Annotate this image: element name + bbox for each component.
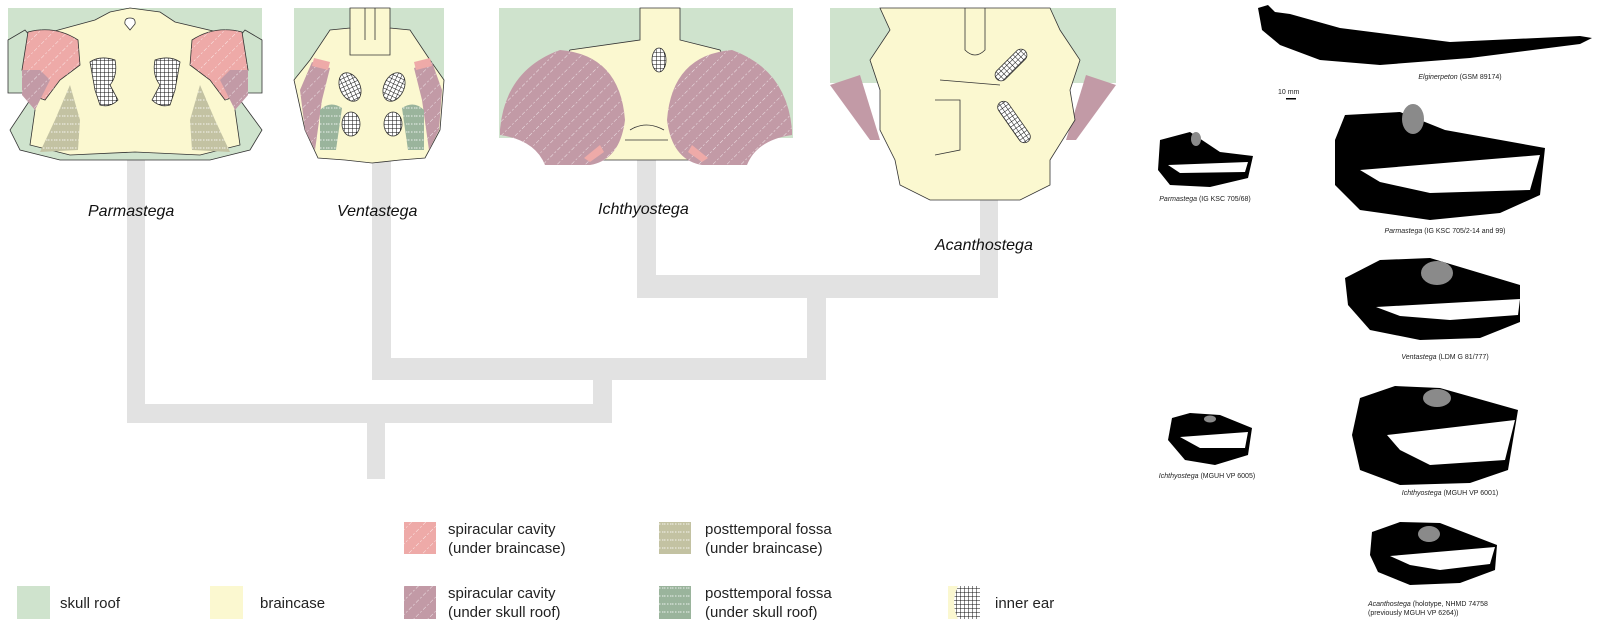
skull-parmastega: [7, 7, 263, 161]
silhouettes: [1158, 5, 1592, 585]
caption-genus: Ichthyostega: [1401, 490, 1442, 497]
legend-swatch-posttemporal-under-braincase: [659, 522, 691, 554]
legend-label-line2: (under skull roof): [448, 604, 561, 621]
caption-ichthyostega-large: Ichthyostega (MGUH VP 6001): [1360, 489, 1540, 498]
tree-branch-ventastega: [372, 160, 391, 380]
taxon-label-acanthostega: Acanthostega: [935, 237, 1033, 254]
caption-specimen: (MGUH VP 6005): [1200, 473, 1256, 480]
caption-ventastega: Ventastega (LDM G 81/777): [1355, 353, 1535, 362]
caption-ichthyostega-small: Ichthyostega (MGUH VP 6005): [1142, 472, 1272, 481]
legend-swatch-skull-roof: [17, 586, 50, 619]
tree-branch-ichthyostega: [637, 140, 656, 298]
caption-genus: Ventastega: [1401, 354, 1437, 361]
legend-label-inner-ear: inner ear: [995, 595, 1055, 612]
caption-acanthostega: Acanthostega (holotype, NHMD 74758 (prev…: [1368, 600, 1488, 618]
caption-specimen: (holotype, NHMD 74758: [1412, 601, 1488, 608]
legend-label-spiracular-under-braincase: spiracular cavity (under braincase): [448, 520, 566, 558]
tree-branch-node3: [637, 275, 998, 298]
silhouette-ventastega: [1345, 258, 1520, 340]
caption-specimen: (MGUH VP 6001): [1443, 490, 1499, 497]
skull-acanthostega: [830, 7, 1116, 201]
scale-bar-label: 10 mm: [1278, 89, 1300, 96]
caption-parmastega-small: Parmastega (IG KSC 705/68): [1140, 195, 1270, 204]
caption-specimen: (LDM G 81/777): [1438, 354, 1489, 361]
legend-label-braincase: braincase: [260, 595, 326, 612]
legend-label-line1: spiracular cavity: [448, 585, 556, 602]
caption-specimen: (IG KSC 705/68): [1198, 196, 1251, 203]
skull-ventastega: [293, 7, 445, 164]
legend-label-line2: (under skull roof): [705, 604, 818, 621]
legend-label-line1: spiracular cavity: [448, 521, 556, 538]
legend-label-line1: posttemporal fossa: [705, 585, 832, 602]
tree-branch-basal: [127, 404, 612, 423]
legend-swatch-spiracular-under-skull-roof: [404, 586, 436, 619]
legend-label-line1: posttemporal fossa: [705, 521, 832, 538]
silhouette-parmastega-small: [1158, 132, 1253, 187]
legend-label-spiracular-under-skull-roof: spiracular cavity (under skull roof): [448, 584, 561, 622]
skull-ichthyostega: [499, 7, 793, 165]
phylogenetic-tree: [127, 140, 998, 479]
tree-branch-node3-stem: [807, 275, 826, 380]
silhouette-ichthyostega-large: [1352, 386, 1518, 485]
legend-swatches: [17, 522, 980, 619]
silhouette-parmastega-large: [1335, 104, 1545, 220]
silhouette-elginerpeton: [1258, 5, 1592, 65]
taxon-label-parmastega: Parmastega: [88, 203, 175, 220]
legend-label-posttemporal-under-skull-roof: posttemporal fossa (under skull roof): [705, 584, 832, 622]
caption-genus: Ichthyostega: [1158, 473, 1199, 480]
legend-label-posttemporal-under-braincase: posttemporal fossa (under braincase): [705, 520, 832, 558]
legend-swatch-posttemporal-under-skull-roof: [659, 586, 691, 619]
taxon-label-ichthyostega: Ichthyostega: [598, 201, 689, 218]
legend-swatch-braincase: [210, 586, 243, 619]
caption-elginerpeton: Elginerpeton (GSM 89174): [1360, 73, 1560, 82]
legend-swatch-inner-ear: [948, 586, 980, 619]
silhouette-acanthostega: [1370, 522, 1497, 585]
caption-parmastega-large: Parmastega (IG KSC 705/2-14 and 99): [1345, 227, 1545, 236]
scale-bar: [1286, 98, 1296, 100]
legend-label-skull-roof: skull roof: [60, 595, 121, 612]
silhouette-ichthyostega-small: [1168, 413, 1252, 465]
tree-branch-acanthostega: [980, 200, 998, 298]
tree-branch-node2: [372, 358, 826, 380]
caption-specimen: (GSM 89174): [1459, 74, 1502, 81]
legend-label-line2: (under braincase): [448, 540, 566, 557]
caption-genus: Parmastega: [1384, 228, 1423, 235]
caption-genus: Acanthostega: [1368, 601, 1411, 608]
caption-genus: Elginerpeton: [1418, 74, 1458, 81]
taxon-label-ventastega: Ventastega: [337, 203, 418, 220]
caption-specimen: (IG KSC 705/2-14 and 99): [1424, 228, 1506, 235]
caption-specimen-line2: (previously MGUH VP 6264)): [1368, 610, 1459, 617]
caption-genus: Parmastega: [1159, 196, 1198, 203]
legend-swatch-spiracular-under-braincase: [404, 522, 436, 554]
legend-label-line2: (under braincase): [705, 540, 823, 557]
tree-branch-parmastega: [127, 150, 145, 423]
